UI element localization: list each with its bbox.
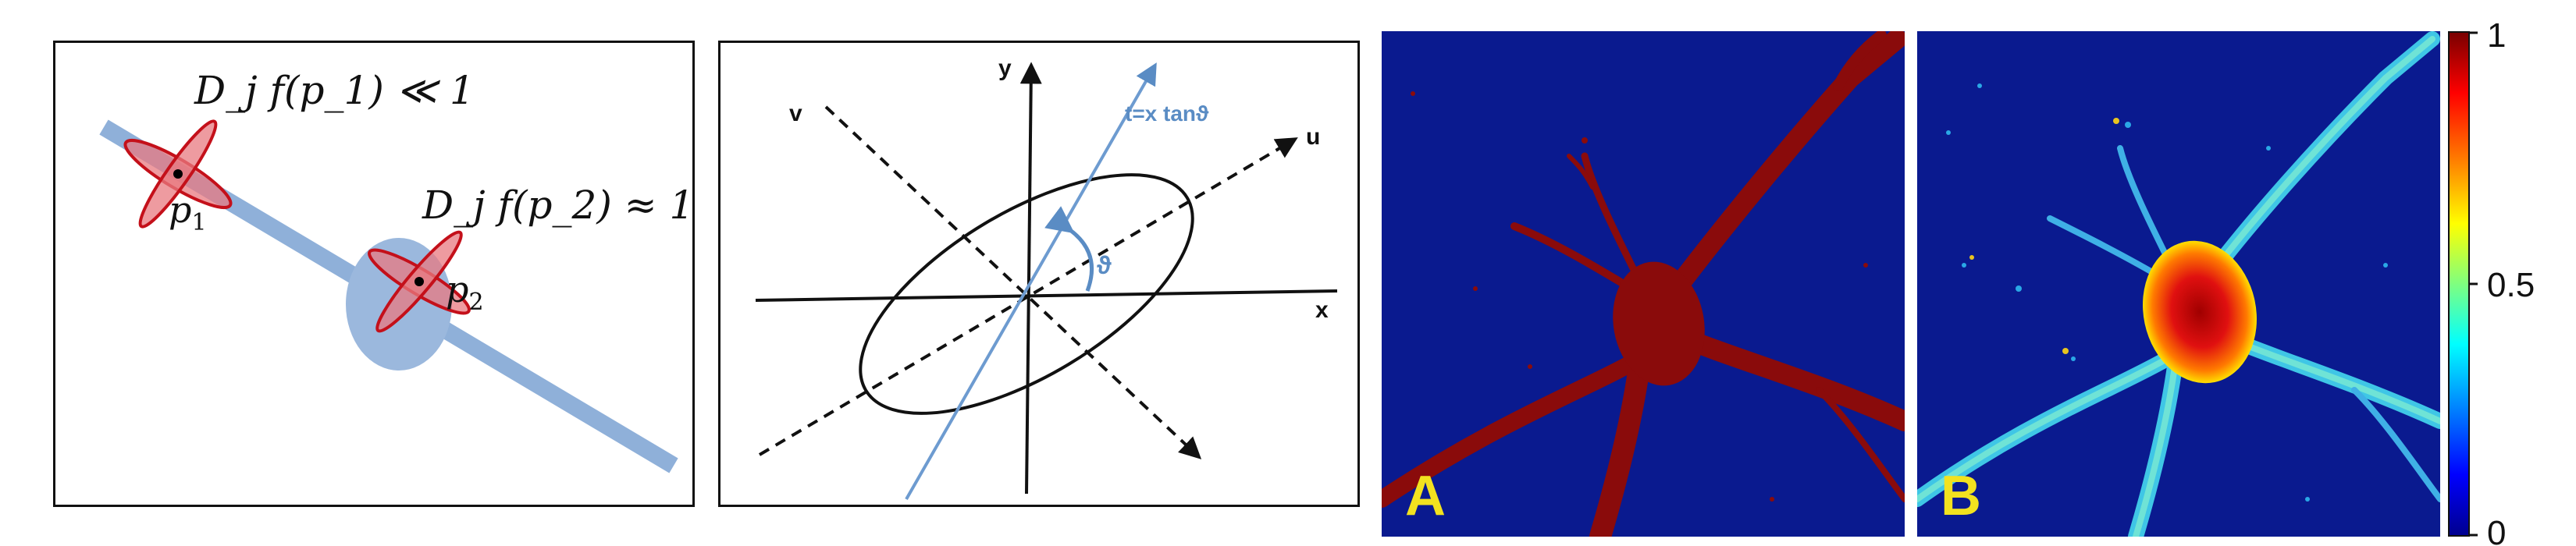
segmentation-a-svg: A	[1382, 31, 1905, 537]
rotated-ellipse	[859, 173, 1194, 415]
u-axis	[758, 137, 1298, 456]
axis-label-u: u	[1306, 124, 1320, 150]
blue-line	[905, 62, 1157, 500]
angle-label: ϑ	[1097, 251, 1112, 279]
panel-filter-schematic: D_j f(p_1) ≪ 1 D_j f(p_2) ≈ 1 p1 p2	[53, 41, 695, 507]
label-p2-response: D_j f(p_2) ≈ 1	[422, 183, 692, 228]
panel-response-b: B	[1917, 31, 2440, 537]
panel-label-a: A	[1405, 465, 1446, 527]
soma-response	[2143, 240, 2257, 384]
colorbar	[2448, 31, 2470, 537]
y-axis	[1019, 62, 1042, 495]
angle-arc	[1044, 206, 1094, 292]
panel-rotation-diagram: x y u v t=x tanϑ ϑ	[718, 41, 1360, 507]
colorbar-tick-0-5: 0.5	[2487, 266, 2535, 304]
axis-label-x: x	[1315, 297, 1329, 323]
x-axis	[755, 289, 1338, 302]
rotation-diagram-svg: x y u v t=x tanϑ ϑ	[755, 55, 1338, 500]
response-b-svg: B	[1917, 31, 2440, 537]
line-label: t=x tanϑ	[1125, 101, 1209, 126]
axis-label-v: v	[789, 101, 802, 126]
colorbar-tick-1: 1	[2487, 23, 2506, 55]
filter-schematic-svg: D_j f(p_1) ≪ 1 D_j f(p_2) ≈ 1 p1 p2	[99, 68, 694, 473]
v-axis	[824, 105, 1202, 459]
colorbar-ticks: 1 0.5 0	[2470, 23, 2535, 546]
label-p1-response: D_j f(p_1) ≪ 1	[194, 68, 475, 113]
filter-at-p1	[123, 119, 233, 229]
panel-segmentation-a: A	[1382, 31, 1905, 537]
colorbar-tick-0: 0	[2487, 514, 2506, 546]
label-p2: p2	[446, 268, 484, 316]
panel-label-b: B	[1941, 465, 1981, 527]
label-p1: p1	[169, 189, 207, 236]
filter-at-p2	[368, 230, 471, 333]
axis-label-y: y	[998, 55, 1012, 81]
